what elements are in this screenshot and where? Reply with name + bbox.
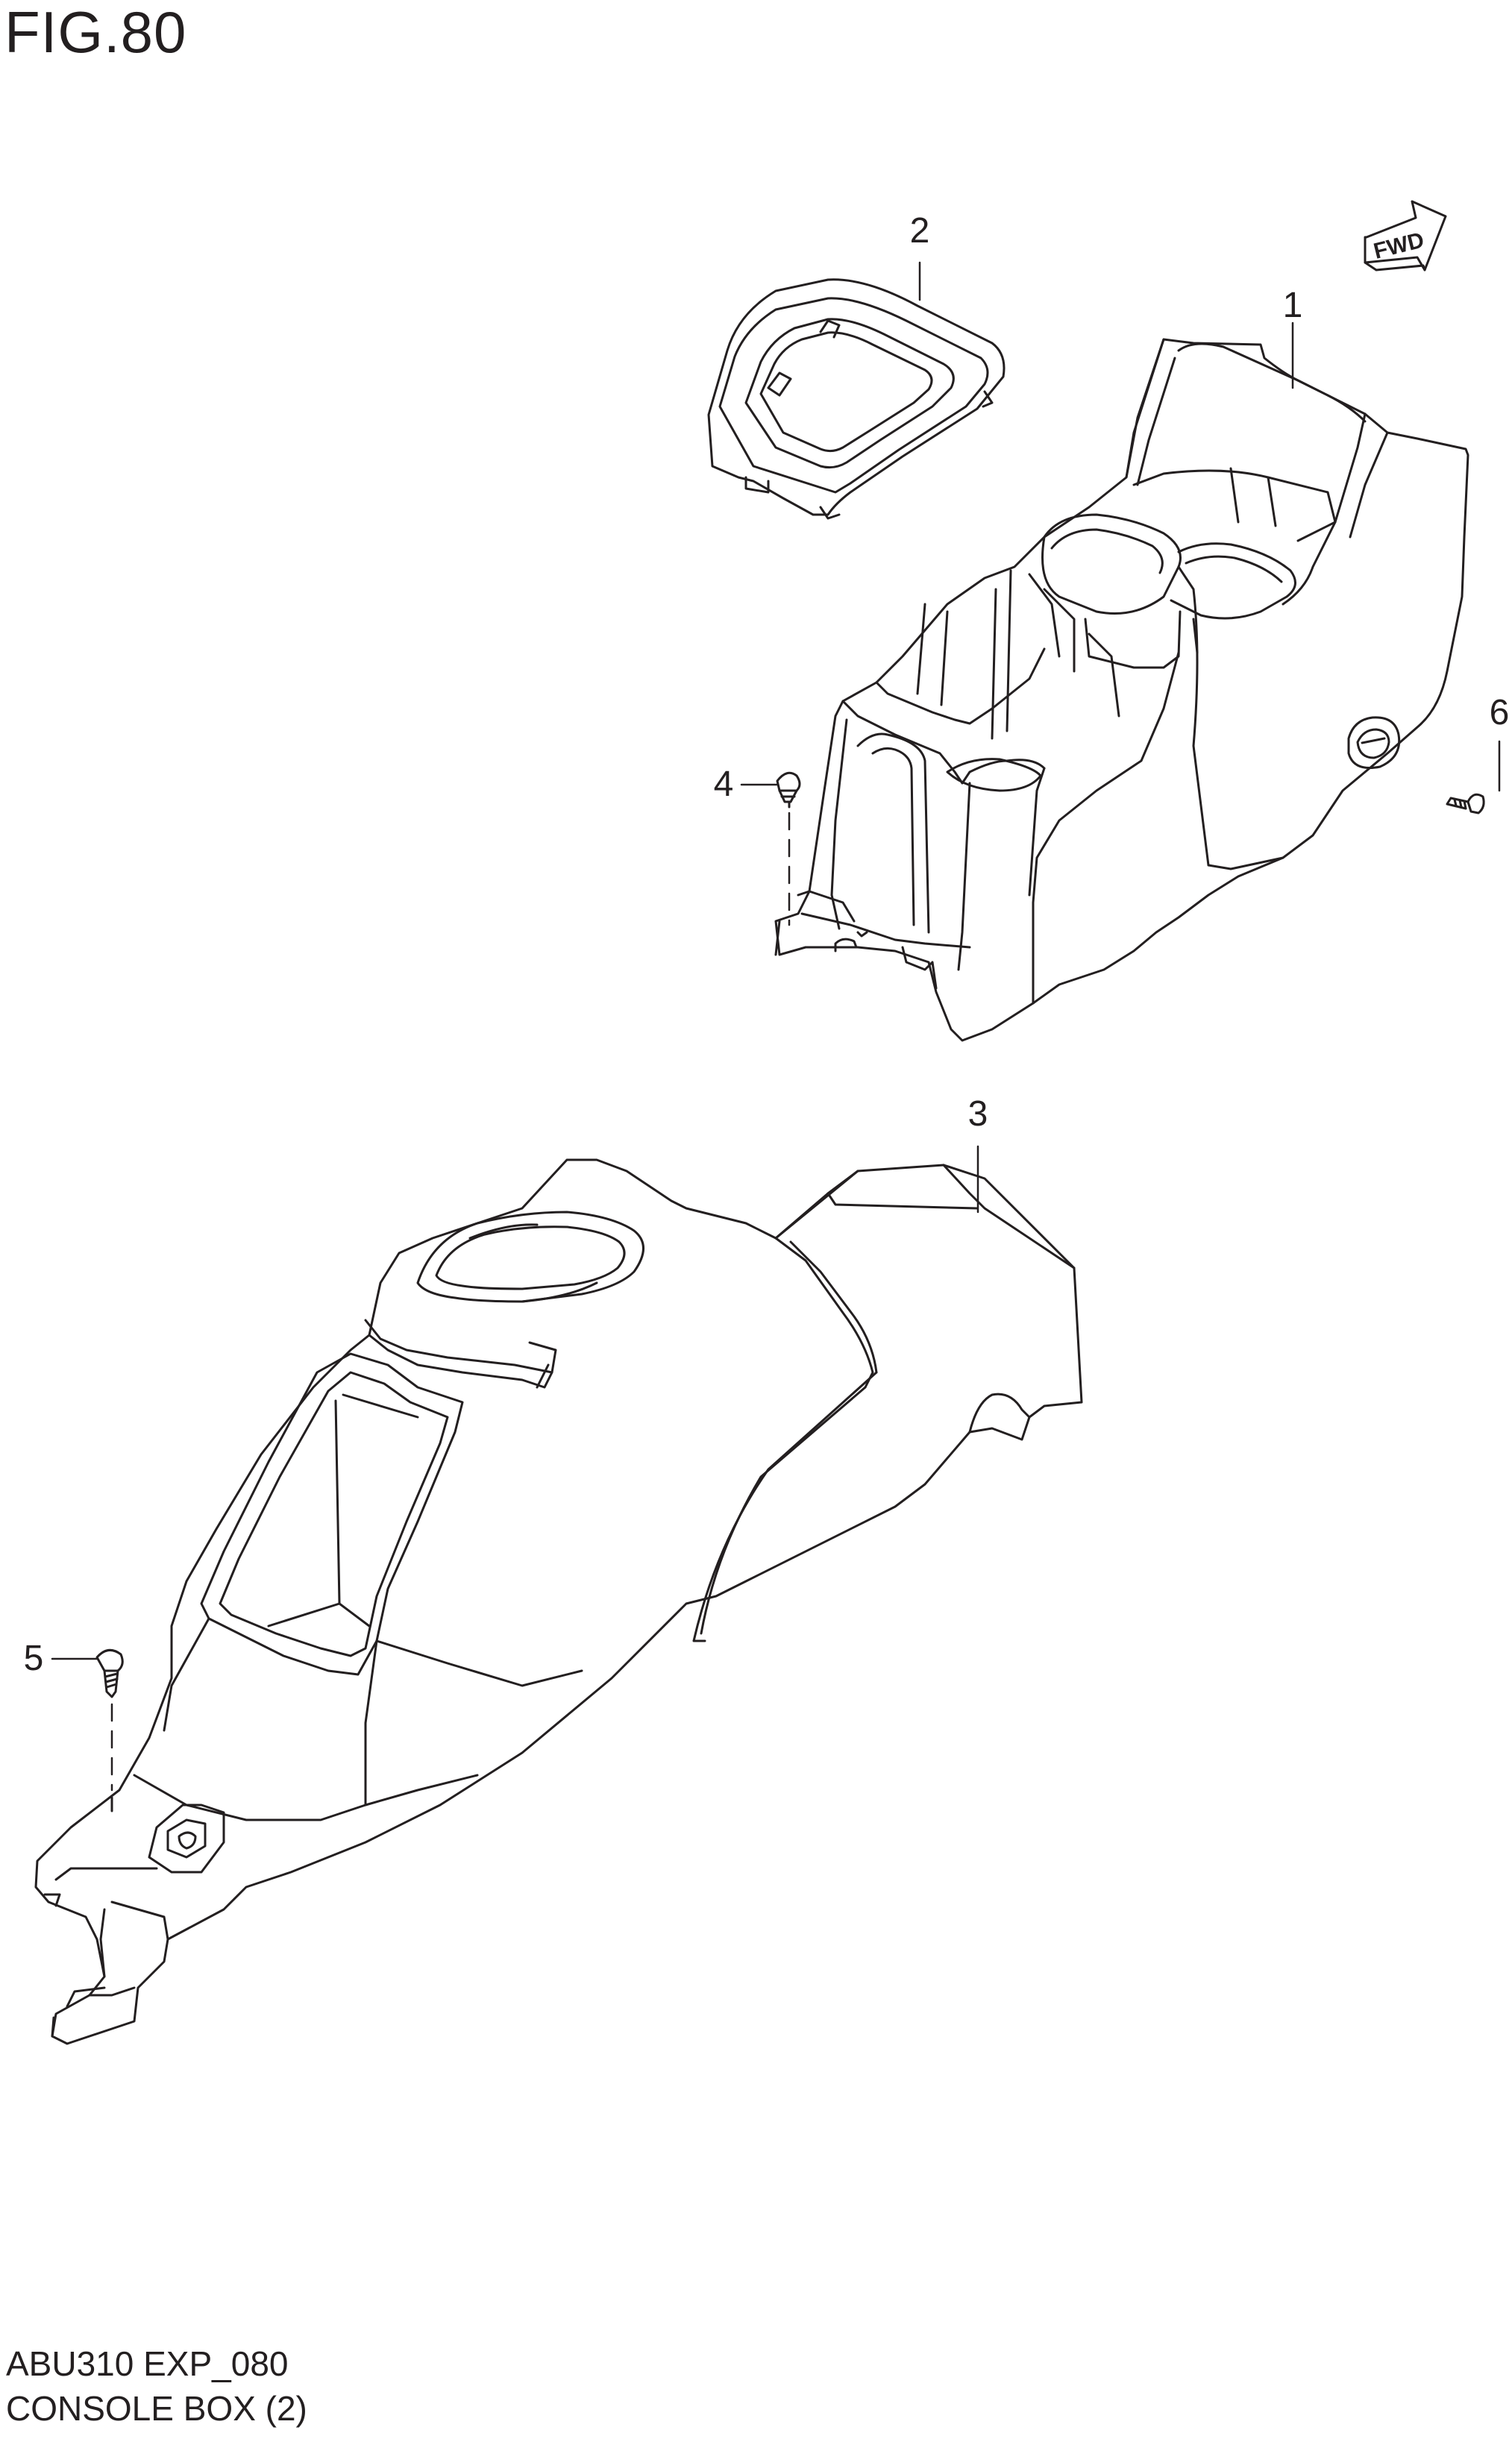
figure-title: FIG.80 bbox=[4, 0, 187, 65]
part-6-screw bbox=[1446, 793, 1485, 814]
part-1-rear-console-box bbox=[774, 338, 1469, 1042]
leader-lines bbox=[51, 261, 1501, 1792]
callout-5: 5 bbox=[23, 1639, 44, 1678]
part-3-front-console-box bbox=[34, 1158, 1083, 2045]
callout-6: 6 bbox=[1489, 693, 1510, 732]
model-code: ABU310 EXP_080 bbox=[6, 2344, 289, 2383]
forward-arrow-icon: FWD bbox=[1364, 200, 1447, 271]
part-5-screw bbox=[95, 1648, 124, 1698]
callout-3: 3 bbox=[967, 1094, 988, 1134]
callout-2: 2 bbox=[909, 211, 930, 251]
part-4-clip bbox=[776, 771, 801, 809]
part-2-shift-bezel bbox=[707, 278, 1006, 520]
callout-1: 1 bbox=[1282, 286, 1303, 325]
callout-4: 4 bbox=[713, 765, 734, 804]
section-name: CONSOLE BOX (2) bbox=[6, 2389, 307, 2428]
